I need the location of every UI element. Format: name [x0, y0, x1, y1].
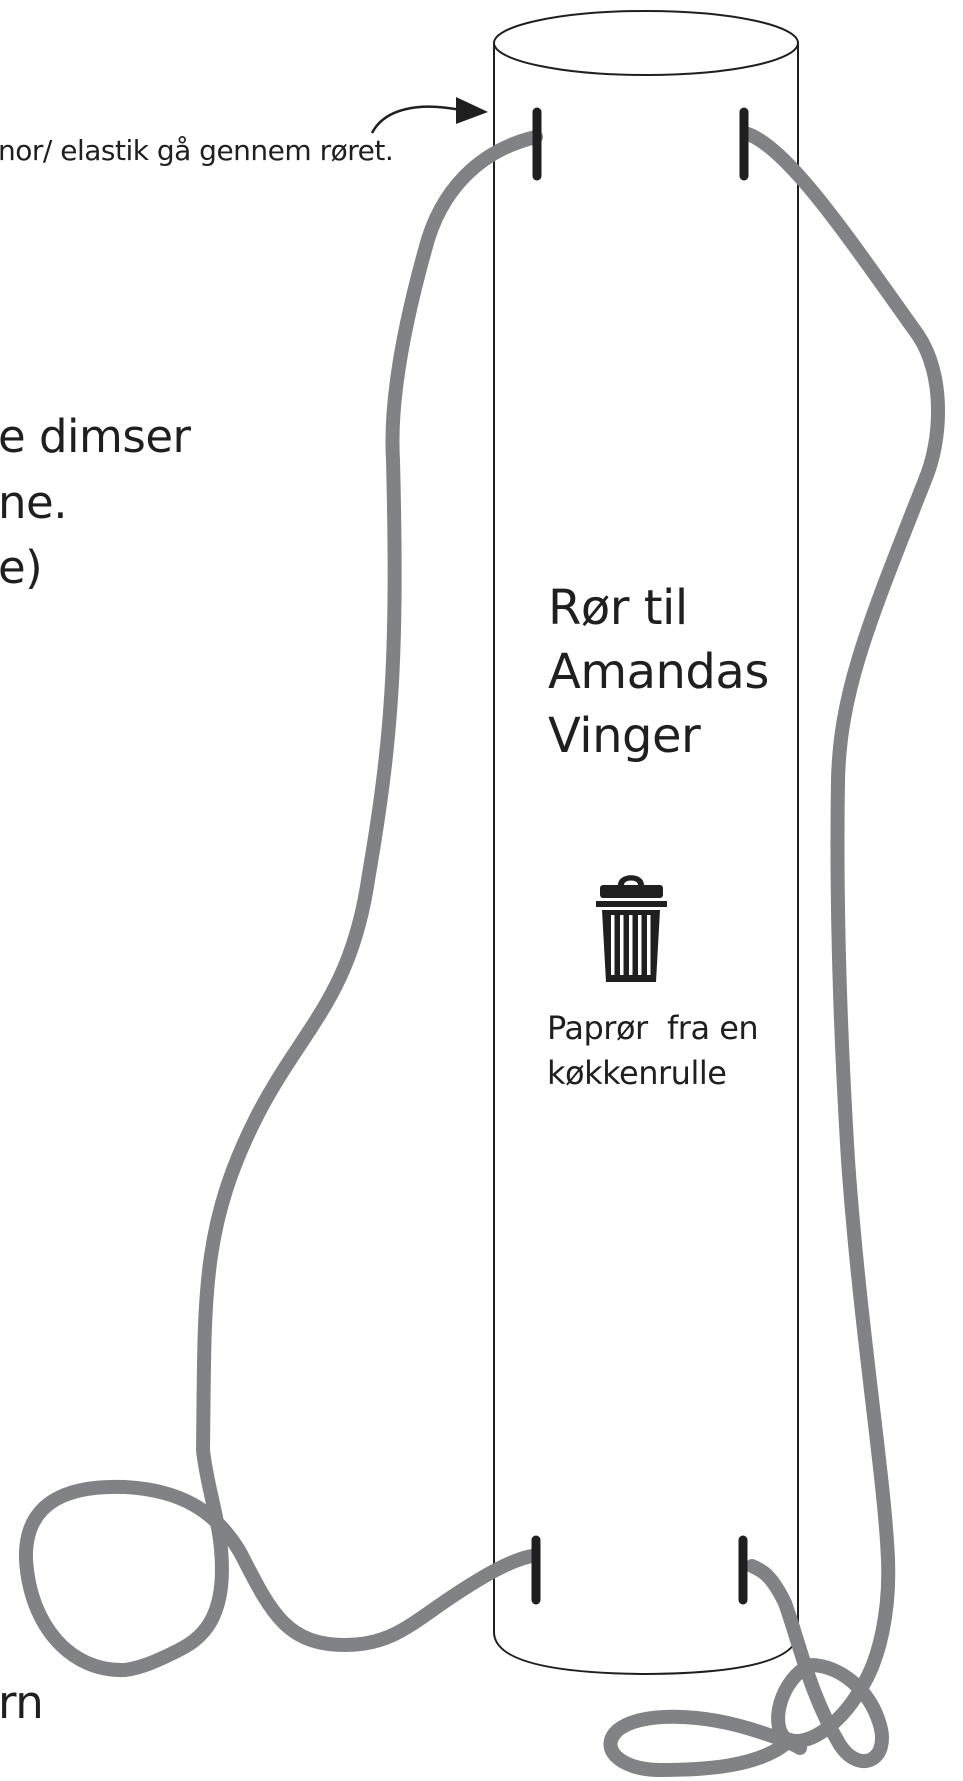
paper-tube: [493, 10, 799, 1676]
elastic-cord: [18, 127, 946, 1777]
trash-can-icon: [596, 875, 667, 982]
tube-bottom-rim: [493, 1631, 799, 1676]
cord-right-strand: [741, 127, 946, 1769]
tube-caption-line-2: køkkenrulle: [547, 1054, 727, 1092]
tube-slits: [531, 107, 749, 1605]
side-text-line-1: e dimser: [0, 410, 191, 463]
tube-title-line-1: Rør til: [548, 580, 688, 636]
tube-caption-line-1: Paprør fra en: [547, 1009, 759, 1047]
arrow-icon: [370, 97, 488, 134]
tube-title-line-2: Amandas: [548, 644, 769, 700]
side-text-line-3: e): [0, 541, 43, 594]
tube-title-line-3: Vinger: [548, 708, 701, 764]
hole-annotation: nor/ elastik gå gennem røret.: [0, 134, 394, 167]
side-text-line-2: ne.: [0, 476, 68, 529]
cord-end-loop: [603, 1709, 807, 1777]
cord-left-strand: [18, 130, 543, 1678]
side-text-line-4: rn: [0, 1676, 44, 1729]
tube-top-rim: [493, 10, 799, 76]
